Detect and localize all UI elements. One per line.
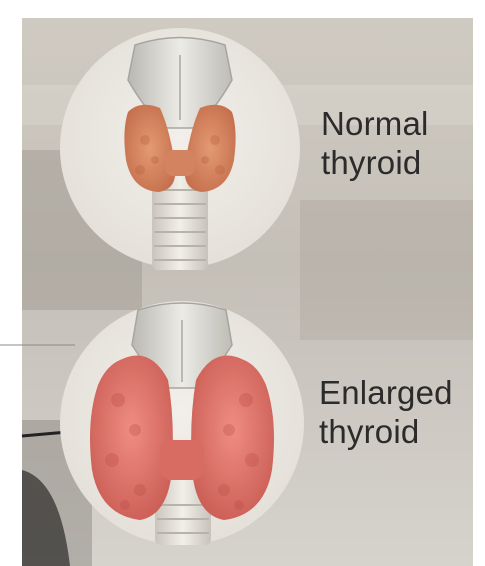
normal-thyroid-label: Normal thyroid <box>321 104 429 182</box>
normal-label-line1: Normal <box>321 104 429 143</box>
enlarged-label-line1: Enlarged <box>319 373 453 412</box>
enlarged-thyroid-illustration <box>60 301 304 545</box>
enlarged-label-line2: thyroid <box>319 412 453 451</box>
enlarged-thyroid-label: Enlarged thyroid <box>319 373 453 451</box>
normal-label-line2: thyroid <box>321 143 429 182</box>
